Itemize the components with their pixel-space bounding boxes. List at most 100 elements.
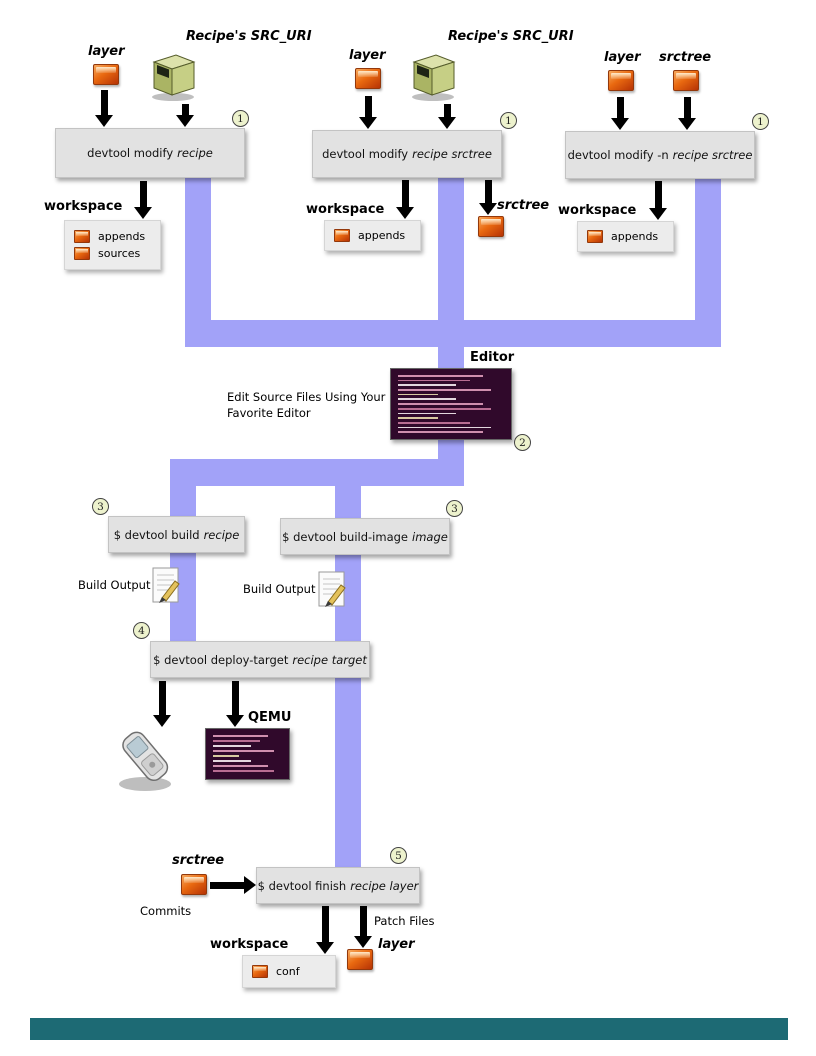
build-output-label-right: Build Output <box>243 582 316 596</box>
flow1-layer-label: layer <box>88 44 125 59</box>
build-output-document-icon-left <box>150 566 182 610</box>
flow1-server-icon <box>146 50 200 106</box>
workspace-item: appends <box>74 230 151 243</box>
arrow-flow1-box-to-workspace <box>134 181 152 219</box>
finish-workspace-box: conf <box>242 955 336 988</box>
folder-icon <box>74 230 90 243</box>
arrow-flow3-box-to-workspace <box>649 181 667 220</box>
build-recipe-command-arg: recipe <box>203 527 240 542</box>
build-image-command-arg: image <box>412 529 448 544</box>
flow2-command-text: devtool modify <box>322 147 409 161</box>
finish-srctree-label: srctree <box>172 853 225 868</box>
build-recipe-command-text: $ devtool build <box>113 527 200 542</box>
workspace-item-label: conf <box>276 965 300 978</box>
deploy-step-badge: 4 <box>133 622 150 639</box>
arrow-deploy-to-qemu <box>226 681 244 727</box>
build-image-step-badge: 3 <box>446 500 463 517</box>
connector-split-bar <box>170 459 464 486</box>
flow2-workspace-label: workspace <box>306 202 385 217</box>
flow3-srctree-folder-icon <box>673 70 699 91</box>
flow3-command-text: devtool modify -n <box>567 148 669 162</box>
editor-step-badge: 2 <box>514 434 531 451</box>
workspace-item: appends <box>587 230 664 243</box>
deploy-command-text: $ devtool deploy-target <box>153 652 289 667</box>
flow3-workspace-label: workspace <box>558 203 637 218</box>
workspace-item: conf <box>252 965 326 978</box>
flow2-layer-folder-icon <box>355 68 381 89</box>
finish-step-badge: 5 <box>390 847 407 864</box>
qemu-label: QEMU <box>248 710 292 725</box>
arrow-flow2-box-to-workspace <box>396 180 414 219</box>
finish-command-arg: recipe layer <box>350 878 419 893</box>
build-image-command-box: $ devtool build-image image <box>280 518 450 555</box>
flow3-step-badge: 1 <box>752 113 769 130</box>
finish-layer-label: layer <box>378 937 415 952</box>
arrow-flow3-layer-to-box <box>611 97 629 130</box>
deploy-command-arg: recipe target <box>292 652 367 667</box>
flow1-layer-folder-icon <box>93 64 119 85</box>
workspace-item-label: appends <box>611 230 659 243</box>
editor-terminal-screenshot <box>390 368 512 440</box>
flow2-src-uri-label: Recipe's SRC_URI <box>448 29 574 44</box>
arrow-flow2-box-to-srctree <box>479 180 497 215</box>
folder-icon <box>587 230 603 243</box>
finish-srctree-folder-icon <box>181 874 207 895</box>
arrow-commits-to-finish <box>210 876 256 894</box>
workspace-item-label: appends <box>358 229 406 242</box>
flow1-command-arg: recipe <box>177 146 213 160</box>
footer-bar <box>30 1018 788 1040</box>
flow2-command-arg: recipe srctree <box>412 147 492 161</box>
connector-flow3-down <box>695 176 721 347</box>
editor-note: Edit Source Files Using Your Favorite Ed… <box>227 390 386 420</box>
build-output-document-icon-right <box>316 570 348 614</box>
arrow-finish-to-workspace <box>316 906 334 954</box>
flow2-srctree-label: srctree <box>497 198 550 213</box>
flow1-step-badge: 1 <box>232 110 249 127</box>
connector-merge-bar <box>185 320 721 347</box>
flow2-step-badge: 1 <box>500 112 517 129</box>
flow1-workspace-box: appends sources <box>64 220 161 270</box>
build-output-label-left: Build Output <box>78 578 151 592</box>
folder-icon <box>74 247 90 260</box>
workspace-item-label: appends <box>98 230 146 243</box>
arrow-flow1-src-to-box <box>176 104 194 127</box>
flow3-command-arg: recipe srctree <box>672 148 753 162</box>
flow1-workspace-label: workspace <box>44 199 123 214</box>
arrow-flow1-layer-to-box <box>95 90 113 127</box>
build-recipe-step-badge: 3 <box>92 498 109 515</box>
arrow-flow2-layer-to-box <box>359 96 377 129</box>
workspace-item: appends <box>334 229 411 242</box>
flow3-layer-label: layer <box>604 50 641 65</box>
finish-workspace-label: workspace <box>210 937 289 952</box>
arrow-flow3-srctree-to-box <box>678 97 696 130</box>
build-image-command-text: $ devtool build-image <box>282 529 408 544</box>
flow1-src-uri-label: Recipe's SRC_URI <box>186 29 312 44</box>
flow3-layer-folder-icon <box>608 70 634 91</box>
flow3-srctree-label: srctree <box>659 50 712 65</box>
flow3-workspace-box: appends <box>577 221 674 252</box>
flow2-workspace-box: appends <box>324 220 421 251</box>
connector-flow1-down <box>185 176 211 347</box>
editor-label: Editor <box>470 350 515 365</box>
flow2-srctree-folder-icon <box>478 216 504 237</box>
qemu-terminal-screenshot <box>205 728 290 780</box>
patch-files-label: Patch Files <box>374 914 435 928</box>
flow2-server-icon <box>406 50 460 106</box>
arrow-finish-to-layer <box>354 906 372 948</box>
workspace-item-label: sources <box>98 247 141 260</box>
finish-layer-folder-icon <box>347 949 373 970</box>
folder-icon <box>252 965 268 978</box>
folder-icon <box>334 229 350 242</box>
connector-build-recipe-down <box>170 459 196 659</box>
commits-label: Commits <box>140 904 192 918</box>
arrow-deploy-to-device <box>153 681 171 727</box>
finish-command-text: $ devtool finish <box>257 878 347 893</box>
flow2-layer-label: layer <box>349 48 386 63</box>
